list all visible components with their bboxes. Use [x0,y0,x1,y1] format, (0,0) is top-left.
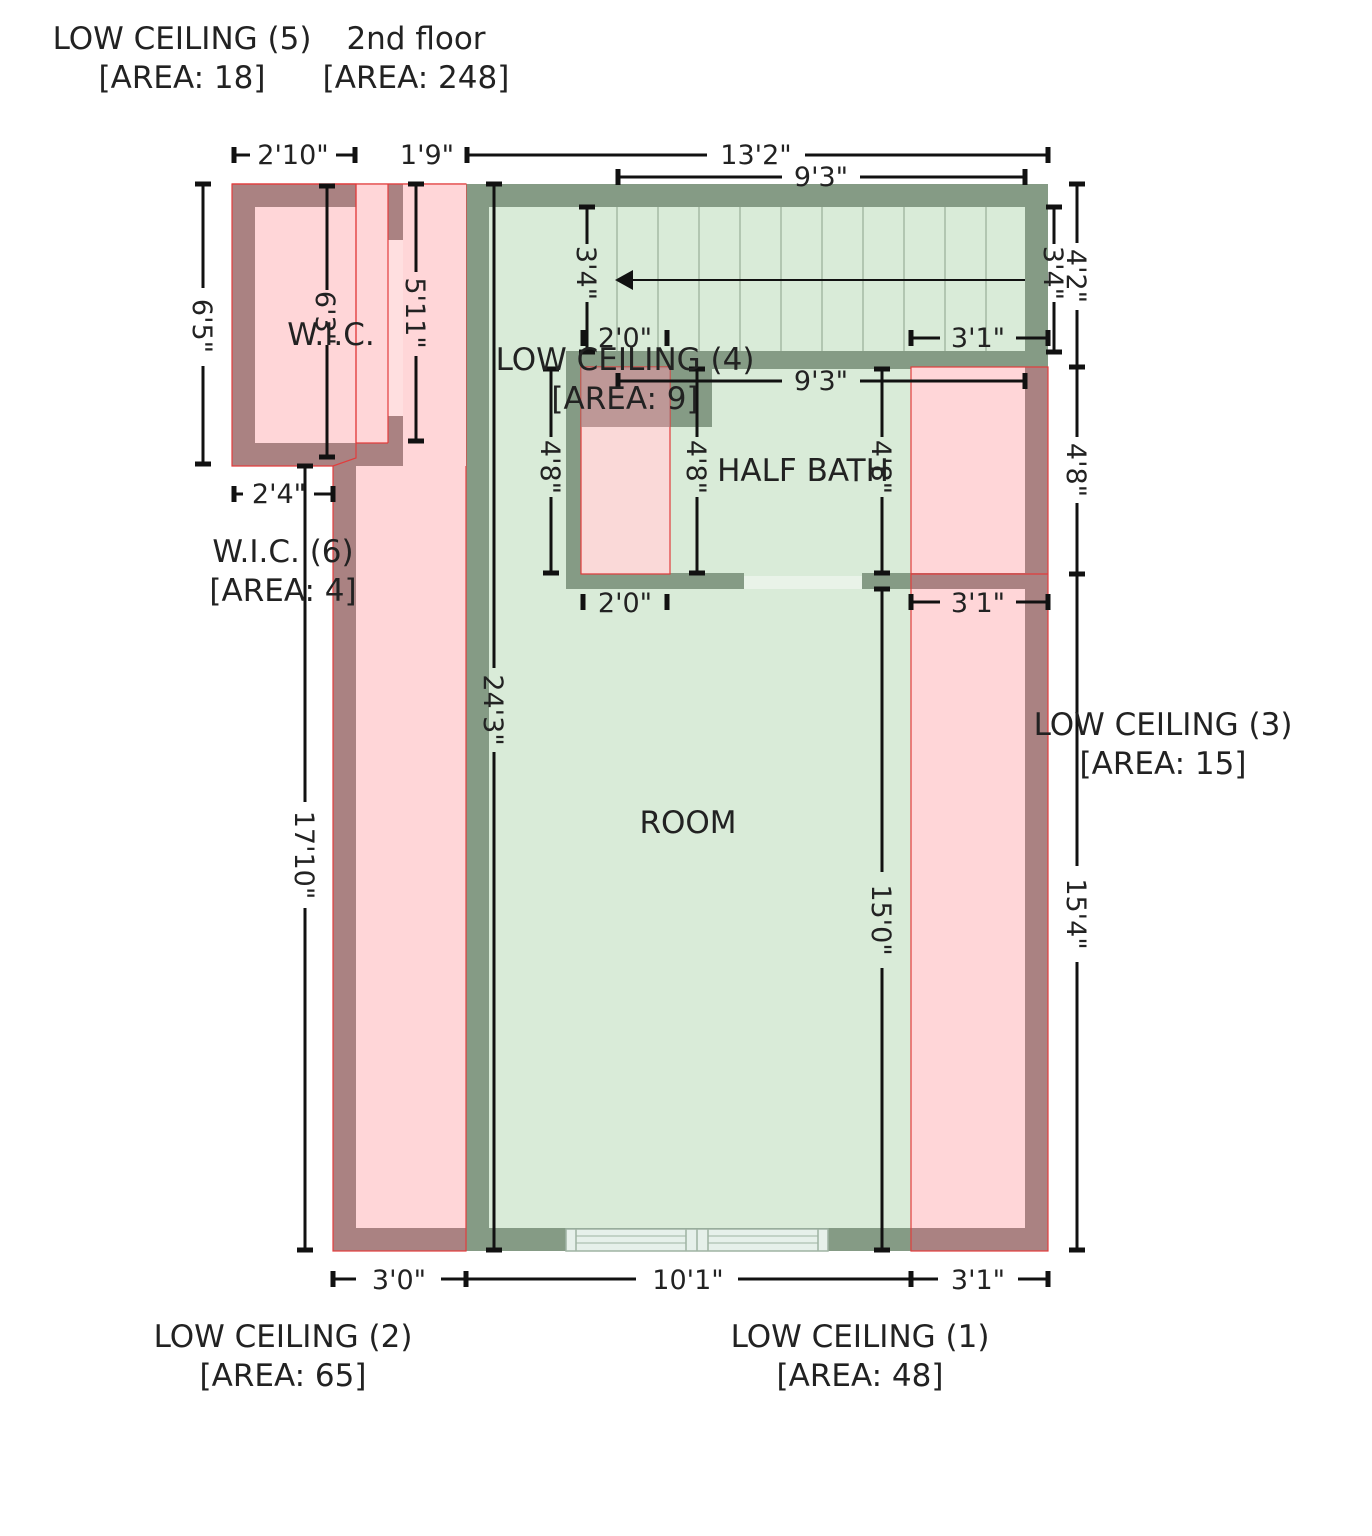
low-ceiling-2-name: LOW CEILING (2) [154,1319,413,1355]
dim-stair-top-width: 9'3" [794,162,848,193]
half-bath-door-opening [744,576,862,589]
dim-right-mid-height: 4'8" [1060,443,1091,497]
dim-bath-left-height: 4'8" [534,440,565,494]
low-ceiling-4-area-label: [AREA: 9] [551,381,698,417]
closet-strip [403,184,466,466]
staircase [566,207,1048,369]
dim-bath-inner-height: 4'8" [680,440,711,494]
dim-room-lower-height: 15'0" [865,884,896,955]
low-ceiling-1-area [911,589,1025,1228]
dimension-labels: 2'10" 1'9" 13'2" 9'3" 6'5" 6'3" 5'11" 3'… [186,140,1091,1296]
dim-bottom-right-width: 3'1" [951,1265,1005,1296]
low-ceiling-3-area-label: [AREA: 15] [1080,746,1247,782]
room-label: ROOM [639,805,736,841]
dim-bath-bottom-width-left: 2'0" [598,588,652,619]
dim-bottom-left-width: 3'0" [372,1265,426,1296]
half-bath-bottom-wall-right [862,573,911,589]
low-ceiling-1-name: LOW CEILING (1) [731,1319,990,1355]
dim-room-height: 24'3" [477,674,508,745]
half-bath-label: HALF BATH [717,453,889,489]
dim-bottom-mid-width: 10'1" [652,1265,723,1296]
dim-wic-height: 6'5" [186,299,217,353]
low-ceiling-2-area-label: [AREA: 65] [200,1358,367,1394]
dimension-lines [195,147,1085,1287]
low-ceiling-4-wall [581,367,670,427]
low-ceiling-5-area [255,207,356,443]
dim-wic-top-width: 2'10" [257,140,328,171]
dim-left-height: 17'10" [288,811,319,900]
low-ceiling-4-name: LOW CEILING (4) [496,342,755,378]
half-bath-left-wall [566,351,581,589]
dim-closet-height: 5'11" [399,277,430,348]
half-bath-wall-stub [670,365,712,427]
floor-area: [AREA: 248] [323,60,510,96]
dim-bath-mid-width: 9'3" [794,366,848,397]
low-ceiling-5-area-label: [AREA: 18] [99,60,266,96]
dim-wic-inner-height: 6'3" [309,291,340,345]
dim-gap-top-width: 1'9" [400,140,454,171]
wic-6-name: W.I.C. (6) [212,534,353,570]
dim-overall-top-width: 13'2" [720,140,791,171]
dim-bath-right-height: 4'8" [865,440,896,494]
wic-6-area-label: [AREA: 4] [209,573,356,609]
low-ceiling-5-name: LOW CEILING (5) [53,21,312,57]
low-ceiling-right [910,366,1049,1252]
low-ceiling-1-area-label: [AREA: 48] [777,1358,944,1394]
dim-bath-bottom-width-right: 3'1" [951,588,1005,619]
floor-name: 2nd floor [346,21,485,57]
dim-right-upper-height: 4'2" [1060,249,1091,303]
half-bath-bottom-wall-left [566,573,744,589]
stair-arrow-icon [615,270,633,290]
dim-bath-top-width-right: 3'1" [951,323,1005,354]
area-labels: LOW CEILING (5) [AREA: 18] 2nd floor [AR… [53,21,1293,1394]
low-ceiling-3-name: LOW CEILING (3) [1034,707,1293,743]
dim-bath-top-width-left: 2'0" [598,323,652,354]
walk-in-closet [231,183,466,467]
wic-door-opening [388,240,403,416]
half-bath [566,351,911,589]
dim-stair-depth: 3'4" [570,246,601,300]
wic-label: W.I.C. [287,317,374,353]
dim-stair-depth-right: 3'4" [1037,246,1068,300]
wic-6-area [356,184,388,443]
dim-right-lower-height: 15'4" [1060,878,1091,949]
dim-wic-bottom-width: 2'4" [252,479,306,510]
stair-bottom-wall [566,351,1048,369]
low-ceiling-3-area [911,367,1025,573]
window [565,1228,829,1252]
